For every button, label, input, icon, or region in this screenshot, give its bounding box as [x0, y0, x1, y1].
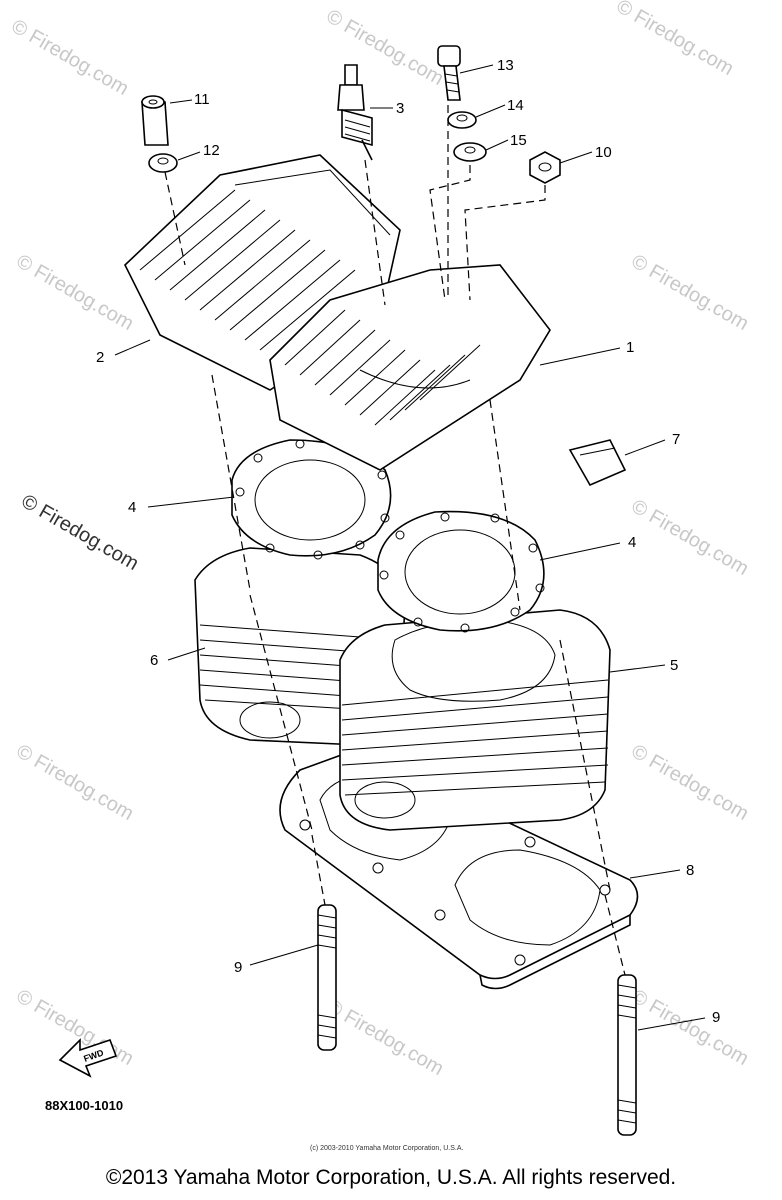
part-stud-bolt-left [317, 904, 337, 1051]
watermark: © Firedog.com [18, 490, 143, 575]
watermark: © Firedog.com [628, 250, 753, 335]
part-washer-12 [148, 153, 178, 173]
part-stud-bolt-right [617, 974, 637, 1136]
part-head-gasket-right [377, 510, 545, 633]
part-cylinder-right [339, 609, 611, 831]
callout-7: 7 [672, 431, 680, 448]
watermark: © Firedog.com [628, 740, 753, 825]
forward-arrow-icon: FWD [58, 1038, 118, 1078]
watermark: © Firedog.com [628, 495, 753, 580]
watermark: © Firedog.com [8, 15, 133, 100]
callouts: 11 12 3 13 14 15 10 2 1 7 4 4 6 5 8 9 9 [96, 57, 720, 1026]
callout-3: 3 [396, 100, 404, 117]
watermark: © Firedog.com [628, 985, 753, 1070]
part-washer-15 [453, 142, 487, 162]
part-nut-10 [529, 151, 561, 184]
callout-14: 14 [507, 97, 524, 114]
leader-lines [114, 64, 706, 1031]
callout-4-left: 4 [128, 499, 136, 516]
callout-1: 1 [626, 339, 634, 356]
callout-9-right: 9 [712, 1009, 720, 1026]
part-cylinder-head-right [269, 264, 551, 471]
callout-2: 2 [96, 349, 104, 366]
part-spark-plug [337, 64, 373, 161]
part-washer-14 [447, 111, 477, 129]
callout-10: 10 [595, 144, 612, 161]
watermark: © Firedog.com [13, 250, 138, 335]
watermark: © Firedog.com [323, 995, 448, 1080]
assembly-lines [164, 105, 626, 976]
callout-13: 13 [497, 57, 514, 74]
watermark: © Firedog.com [613, 0, 738, 80]
diagram-code: 88X100-1010 [45, 1098, 123, 1113]
callout-15: 15 [510, 132, 527, 149]
part-bolt-13 [437, 45, 461, 101]
callout-5: 5 [670, 657, 678, 674]
part-damper-7 [568, 439, 627, 487]
small-copyright: (c) 2003-2010 Yamaha Motor Corporation, … [310, 1145, 463, 1152]
watermark: © Firedog.com [323, 5, 448, 90]
callout-6: 6 [150, 652, 158, 669]
copyright-notice: ©2013 Yamaha Motor Corporation, U.S.A. A… [105, 1166, 677, 1189]
watermark: © Firedog.com [13, 740, 138, 825]
callout-12: 12 [203, 142, 220, 159]
watermark-group: © Firedog.com © Firedog.com © Firedog.co… [8, 0, 753, 1080]
callout-9-left: 9 [234, 959, 242, 976]
callout-11: 11 [194, 91, 210, 108]
part-collar-11 [141, 95, 169, 146]
part-head-gasket-left [231, 439, 392, 560]
callout-4-right: 4 [628, 534, 636, 551]
callout-8: 8 [686, 862, 694, 879]
